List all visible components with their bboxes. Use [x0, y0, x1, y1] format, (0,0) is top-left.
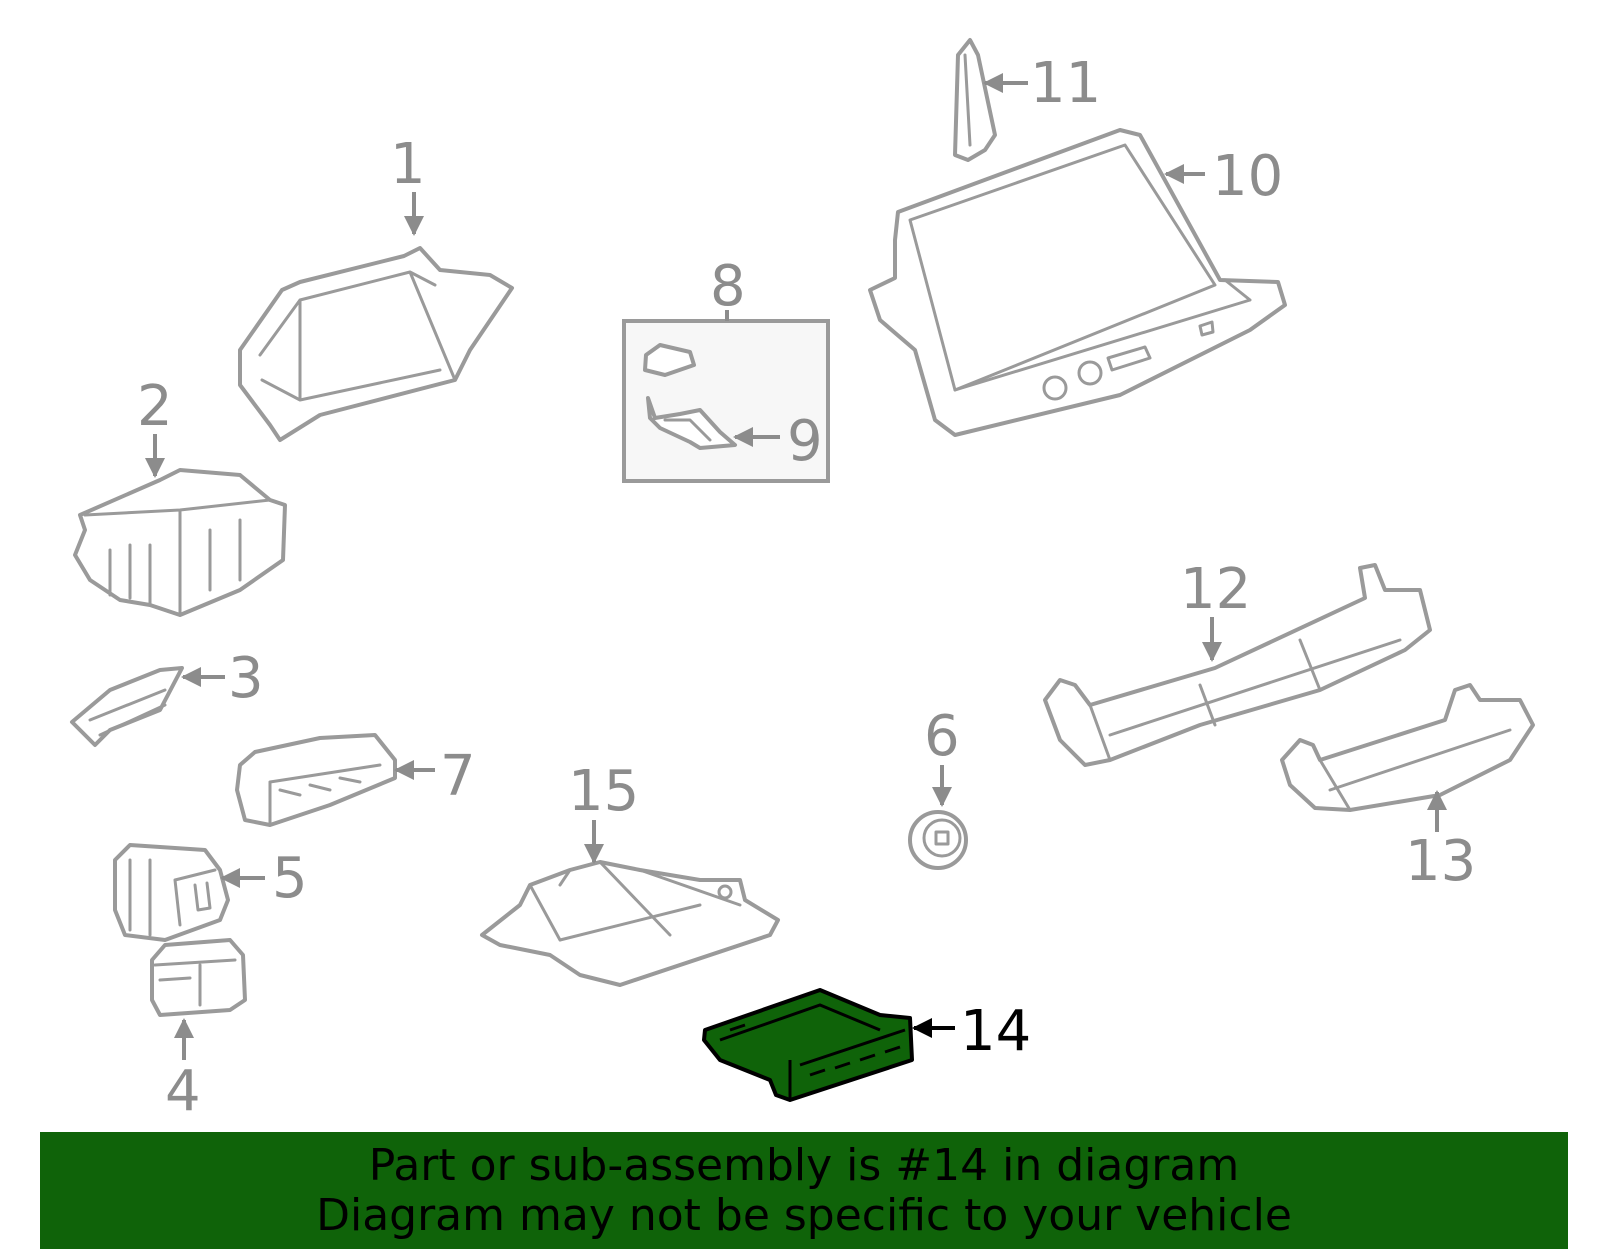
part-12-bezel[interactable] [1043, 563, 1432, 767]
callout-4[interactable]: 4 [165, 1059, 201, 1124]
callout-3[interactable]: 3 [228, 646, 264, 711]
part-7-switch-panel[interactable] [235, 733, 397, 827]
part-6-knob[interactable] [908, 810, 968, 870]
callout-12[interactable]: 12 [1180, 557, 1251, 622]
footer-line-2: Diagram may not be specific to your vehi… [316, 1189, 1292, 1241]
parts-diagram: 1 2 3 4 5 6 7 [70, 38, 1535, 1124]
callout-14[interactable]: 14 [960, 999, 1031, 1064]
callout-6[interactable]: 6 [924, 704, 960, 769]
part-14-control-module[interactable] [702, 988, 914, 1102]
footer-banner: Part or sub-assembly is #14 in diagram D… [40, 1132, 1568, 1249]
callout-13[interactable]: 13 [1405, 829, 1476, 894]
callout-11[interactable]: 11 [1030, 51, 1101, 116]
part-3-switch[interactable] [70, 666, 184, 747]
callout-5[interactable]: 5 [272, 846, 308, 911]
part-4-switch[interactable] [150, 938, 247, 1017]
part-5-switch[interactable] [113, 843, 230, 942]
part-10-display-screen[interactable] [868, 128, 1287, 437]
part-15-base-tray[interactable] [480, 860, 780, 987]
part-11-trim[interactable] [953, 38, 997, 162]
part-8-kit-box[interactable] [622, 319, 830, 483]
callout-8[interactable]: 8 [710, 254, 746, 319]
callout-10[interactable]: 10 [1212, 144, 1283, 209]
callout-1[interactable]: 1 [390, 132, 426, 197]
callout-9[interactable]: 9 [787, 409, 823, 474]
footer-line-1: Part or sub-assembly is #14 in diagram [368, 1139, 1240, 1191]
part-13-bezel[interactable] [1280, 683, 1535, 812]
part-2-switch-housing[interactable] [73, 468, 287, 617]
callout-2[interactable]: 2 [137, 374, 173, 439]
callout-7[interactable]: 7 [440, 744, 476, 809]
part-1-instrument-cluster[interactable] [238, 246, 514, 442]
callout-15[interactable]: 15 [568, 759, 639, 824]
